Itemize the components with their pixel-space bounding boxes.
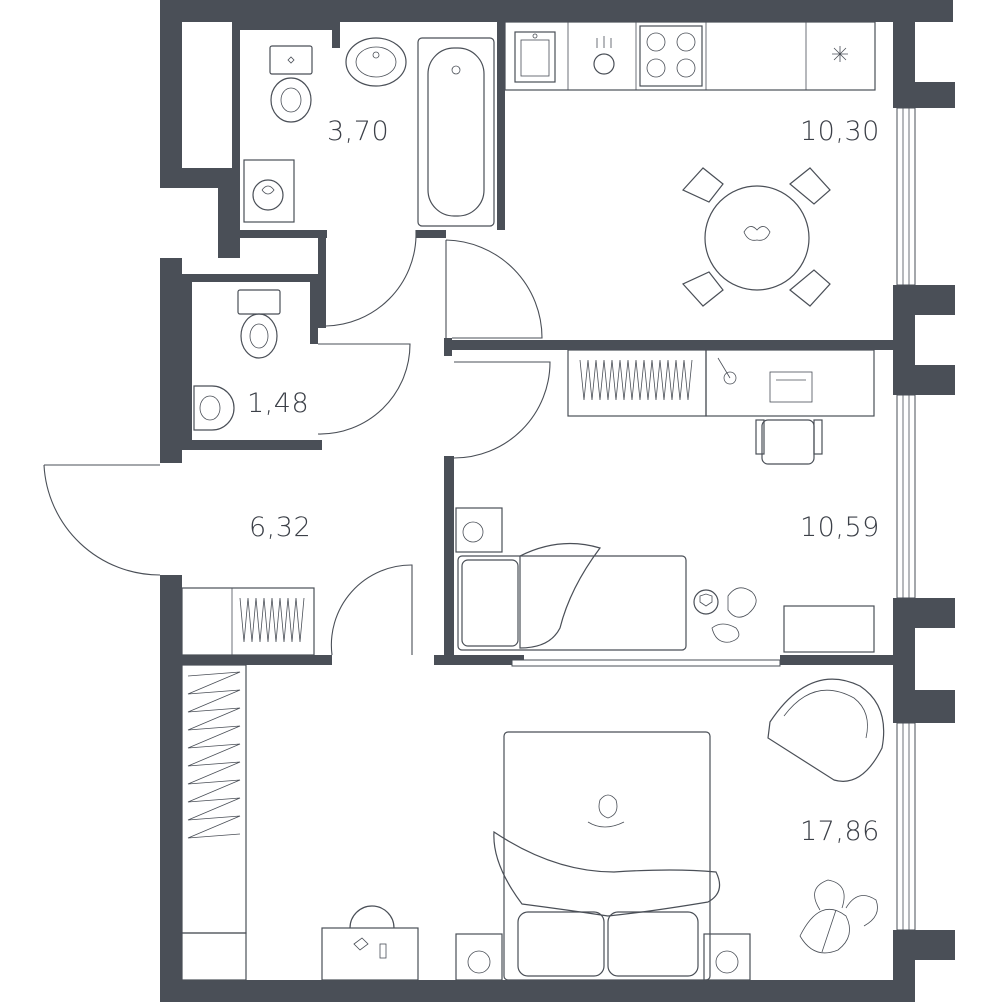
desk-chair-icon	[755, 419, 823, 465]
fridge-icon	[832, 46, 848, 62]
hallway-wardrobe	[181, 587, 315, 656]
walls	[160, 0, 955, 1002]
toys-icon	[711, 587, 757, 643]
double-bed-icon	[493, 731, 721, 981]
windows	[511, 107, 916, 931]
kitchen-sink-icon	[514, 31, 556, 83]
desk-icon	[705, 349, 875, 417]
armchair-icon	[767, 678, 885, 782]
toy-ball-icon	[693, 589, 719, 615]
small-bed-icon	[457, 542, 687, 651]
main-bedroom-area-label: 17,86	[800, 816, 880, 847]
wc-toilet-icon	[237, 289, 281, 359]
main-bedroom-fixtures	[181, 664, 885, 981]
wardrobe-small-bedroom	[567, 349, 707, 417]
nightstand-small-icon	[455, 507, 503, 553]
small-bedroom-area-label: 10,59	[800, 512, 880, 543]
plant-icon	[799, 879, 878, 954]
main-wardrobe	[181, 664, 247, 981]
dining-chairs	[682, 167, 831, 307]
wc-sink-icon	[193, 385, 235, 431]
nightstand-right-icon	[703, 933, 751, 981]
bathroom-area-label: 3,70	[327, 116, 390, 147]
vanity-table-icon	[321, 905, 419, 981]
bathroom-fixtures	[243, 37, 495, 227]
hallway-area-label: 6,32	[249, 512, 312, 543]
wc-area-label: 1,48	[247, 388, 310, 419]
kitchen-area-label: 10,30	[800, 116, 880, 147]
nightstand-left-icon	[455, 933, 503, 981]
sink-icon	[345, 37, 407, 87]
stove-icon	[639, 25, 703, 87]
hallway-fixtures	[181, 587, 315, 656]
dishwasher-icon	[593, 36, 615, 75]
bathtub-icon	[417, 37, 495, 227]
bench-icon	[783, 605, 875, 653]
toilet-icon	[269, 45, 313, 123]
wc-fixtures	[193, 289, 281, 431]
small-bedroom-fixtures	[455, 349, 875, 653]
kitchen-fixtures	[504, 21, 876, 307]
doors	[43, 230, 551, 656]
washing-machine-icon	[243, 159, 295, 223]
dining-table-icon	[704, 185, 810, 291]
